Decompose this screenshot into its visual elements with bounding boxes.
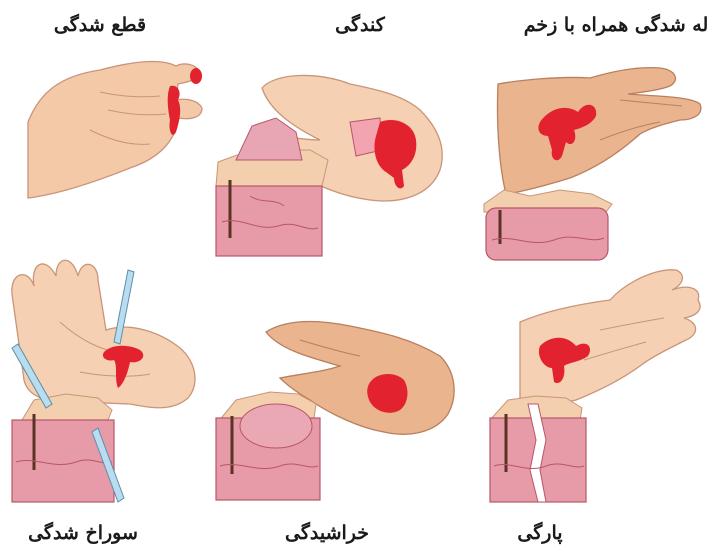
abrasion-wound-area [240,404,312,448]
crush-hand [497,68,700,194]
crush-wound-illustration [484,68,701,260]
laceration-hand [520,270,700,405]
laceration-illustration [490,270,700,502]
crush-skin-block [486,208,608,260]
avulsion-illustration [216,75,442,256]
puncture-illustration [12,260,195,502]
amputation-blood [168,86,180,135]
abrasion-illustration [216,321,454,500]
amputation-illustration [28,62,202,198]
